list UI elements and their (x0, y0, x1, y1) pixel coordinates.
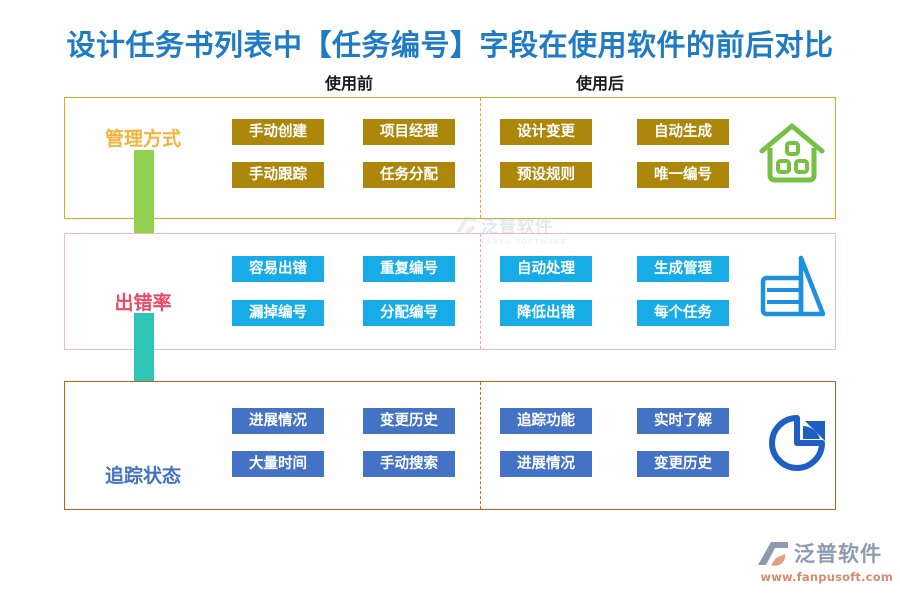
chip-before: 进展情况 (232, 408, 324, 434)
row-divider (480, 98, 481, 218)
chip-after: 唯一编号 (637, 162, 729, 188)
chip-before: 分配编号 (363, 300, 455, 326)
comparison-row-error-rate (64, 233, 836, 350)
chip-after: 进展情况 (500, 451, 592, 477)
page-title: 设计任务书列表中【任务编号】字段在使用软件的前后对比 (66, 28, 834, 62)
chip-after: 每个任务 (637, 300, 729, 326)
chip-before: 容易出错 (232, 256, 324, 282)
comparison-row-management (64, 97, 836, 219)
chip-after: 变更历史 (637, 451, 729, 477)
chip-before: 项目经理 (363, 119, 455, 145)
chip-before: 手动搜索 (363, 451, 455, 477)
chip-after: 自动处理 (500, 256, 592, 282)
comparison-row-tracking (64, 381, 836, 510)
chip-after: 追踪功能 (500, 408, 592, 434)
pie-chart-icon (769, 415, 825, 471)
row-label-error-rate: 出错率 (114, 292, 172, 314)
chip-before: 漏掉编号 (232, 300, 324, 326)
brand-name: 泛普软件 (794, 541, 882, 566)
brand-logo: 泛普软件 www.fanpusoft.com (757, 541, 893, 584)
column-header-after: 使用后 (575, 74, 624, 93)
brand-logo-icon (758, 542, 788, 566)
house-icon (759, 123, 825, 183)
chip-before: 重复编号 (363, 256, 455, 282)
chip-before: 手动跟踪 (232, 162, 324, 188)
chip-after: 预设规则 (500, 162, 592, 188)
chip-before: 任务分配 (363, 162, 455, 188)
row-divider (480, 234, 481, 349)
column-header-before: 使用前 (324, 74, 373, 93)
bar-chart-icon (760, 255, 826, 317)
chip-after: 实时了解 (637, 408, 729, 434)
chip-after: 生成管理 (637, 256, 729, 282)
chip-after: 自动生成 (637, 119, 729, 145)
brand-url: www.fanpusoft.com (760, 570, 893, 584)
chip-after: 设计变更 (500, 119, 592, 145)
chip-before: 大量时间 (232, 451, 324, 477)
chip-before: 变更历史 (363, 408, 455, 434)
chip-before: 手动创建 (232, 119, 324, 145)
chip-after: 降低出错 (500, 300, 592, 326)
row-label-tracking: 追踪状态 (104, 465, 181, 487)
row-label-management: 管理方式 (104, 128, 181, 150)
row-divider (480, 382, 481, 509)
